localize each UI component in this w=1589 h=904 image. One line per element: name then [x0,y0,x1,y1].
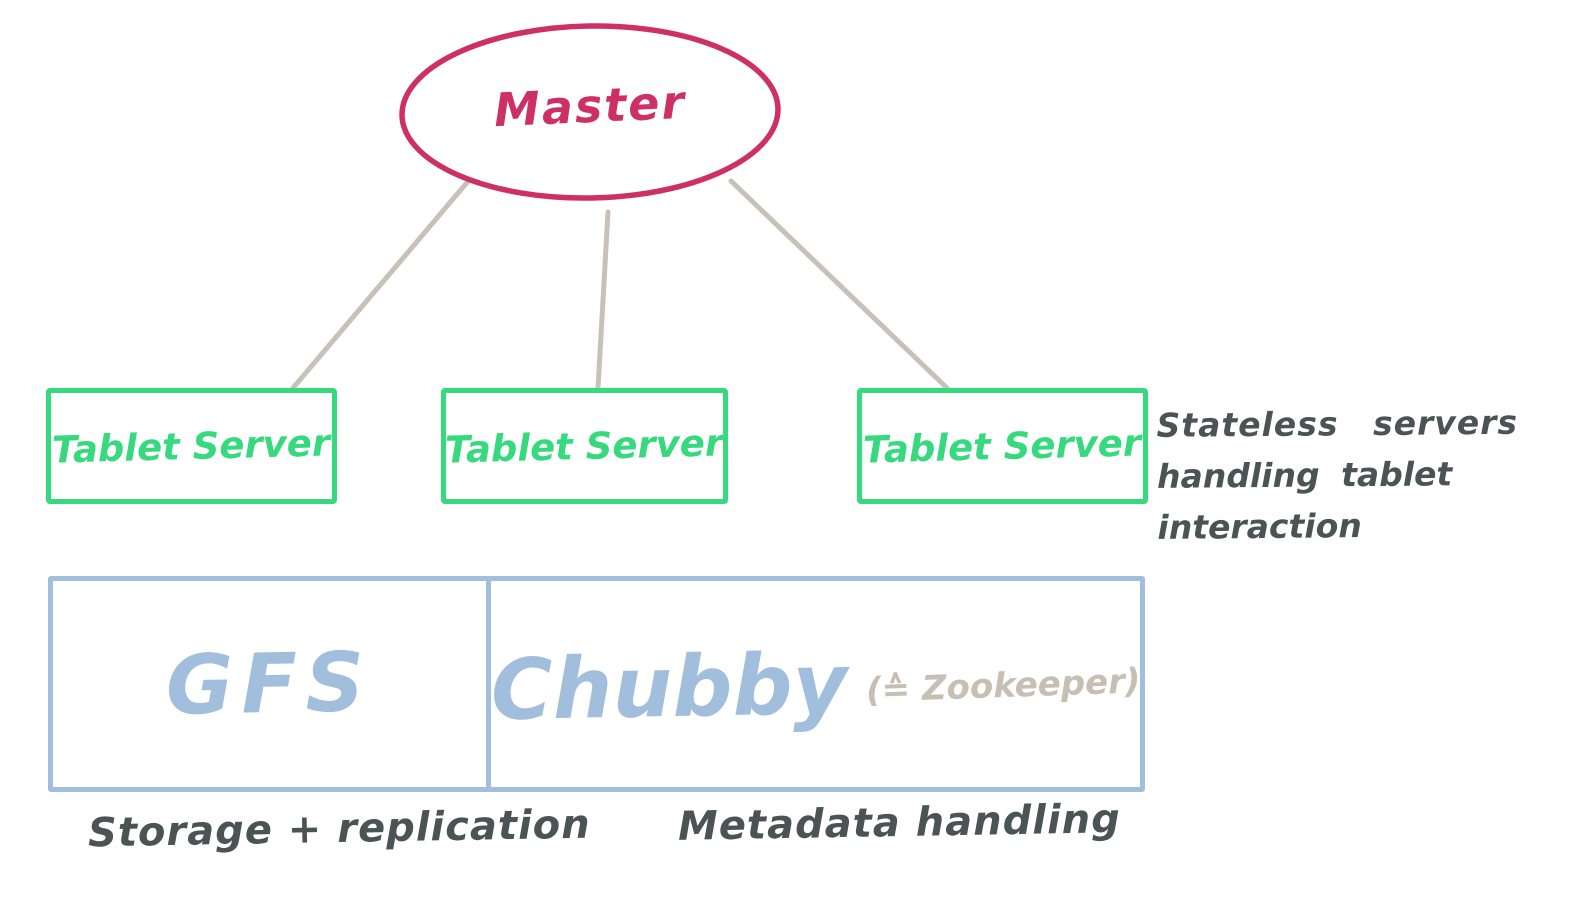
tablet-server-label-3: Tablet Server [862,420,1143,472]
chubby-cell: Chubby (≙ Zookeeper) [490,581,1141,787]
master-ellipse [399,23,781,201]
master-label: Master [492,74,688,138]
stateless-note-line-2: handling tablet interaction [1156,454,1453,547]
chubby-label: Chubby [490,634,849,740]
tablet-server-box-2: Tablet Server [441,388,728,504]
storage-layer-box: GFS Chubby (≙ Zookeeper) [48,576,1145,792]
chubby-caption: Metadata handling [677,796,1122,850]
gfs-label: GFS [165,634,374,734]
connector-master-tablet-3 [728,178,950,391]
stateless-servers-note: Stateless servers handling tablet intera… [1156,396,1589,553]
gfs-caption: Storage + replication [87,801,592,857]
tablet-server-box-3: Tablet Server [857,388,1148,504]
chubby-zookeeper-note: (≙ Zookeeper) [864,661,1141,711]
connector-master-tablet-2 [595,209,611,391]
tablet-server-label-2: Tablet Server [444,420,725,472]
tablet-server-label-1: Tablet Server [51,420,332,472]
gfs-cell: GFS [53,581,492,787]
tablet-server-box-1: Tablet Server [46,388,337,504]
stateless-note-line-1: Stateless servers [1156,402,1519,445]
connector-master-tablet-1 [290,176,473,391]
